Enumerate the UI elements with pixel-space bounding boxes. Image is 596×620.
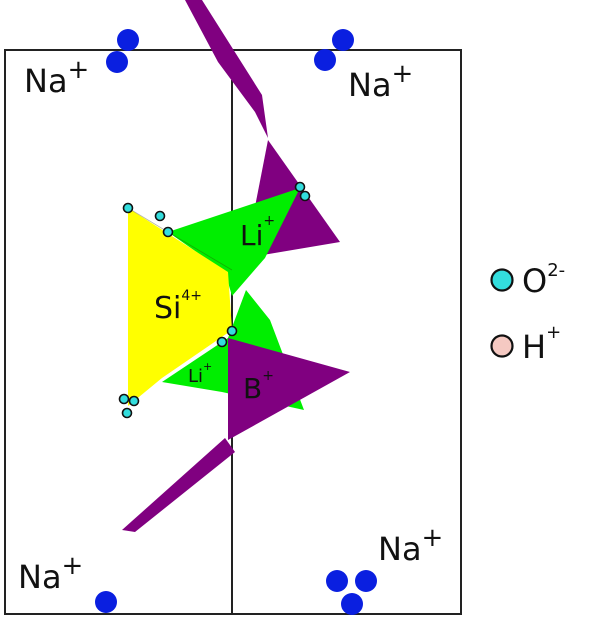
sodium-atoms bbox=[95, 29, 377, 615]
oxygen-atom bbox=[226, 325, 238, 337]
boron-triangle-lower bbox=[228, 338, 350, 440]
oxygen-atom bbox=[216, 336, 228, 348]
na-label-top-left: Na+ bbox=[24, 55, 89, 100]
sodium-atom bbox=[314, 49, 336, 71]
li-label-upper: Li+ bbox=[240, 213, 275, 252]
oxygen-atom bbox=[122, 202, 134, 214]
b-label: B+ bbox=[243, 368, 274, 405]
oxygen-atom bbox=[299, 190, 311, 202]
sodium-atom bbox=[95, 591, 117, 613]
boron-chain-lower bbox=[122, 438, 235, 532]
legend-oxygen-marker bbox=[490, 268, 514, 292]
boron-chain-upper bbox=[185, 0, 268, 138]
oxygen-atom bbox=[162, 226, 174, 238]
na-label-bottom-left: Na+ bbox=[18, 551, 83, 596]
si-label: Si4+ bbox=[154, 288, 202, 326]
sodium-atom bbox=[326, 570, 348, 592]
na-label-top-right: Na+ bbox=[348, 59, 413, 104]
legend-hydrogen-label: H+ bbox=[522, 322, 561, 366]
silicon-tetrahedron bbox=[128, 208, 232, 406]
sodium-atom bbox=[332, 29, 354, 51]
sodium-atom bbox=[341, 593, 363, 615]
sodium-atom bbox=[117, 29, 139, 51]
legend: O2- H+ bbox=[490, 260, 565, 366]
legend-oxygen-label: O2- bbox=[522, 260, 565, 300]
oxygen-atom bbox=[118, 393, 130, 405]
lithium-polygon-upper bbox=[168, 188, 300, 296]
oxygen-atom bbox=[294, 181, 306, 193]
sodium-atom bbox=[355, 570, 377, 592]
oxygen-atom bbox=[128, 395, 140, 407]
na-label-bottom-right: Na+ bbox=[378, 523, 443, 568]
oxygen-atoms bbox=[118, 181, 311, 419]
oxygen-atom bbox=[121, 407, 133, 419]
oxygen-atom bbox=[154, 210, 166, 222]
sodium-atom bbox=[106, 51, 128, 73]
legend-hydrogen-marker bbox=[490, 334, 514, 358]
li-label-lower: Li+ bbox=[188, 360, 212, 387]
